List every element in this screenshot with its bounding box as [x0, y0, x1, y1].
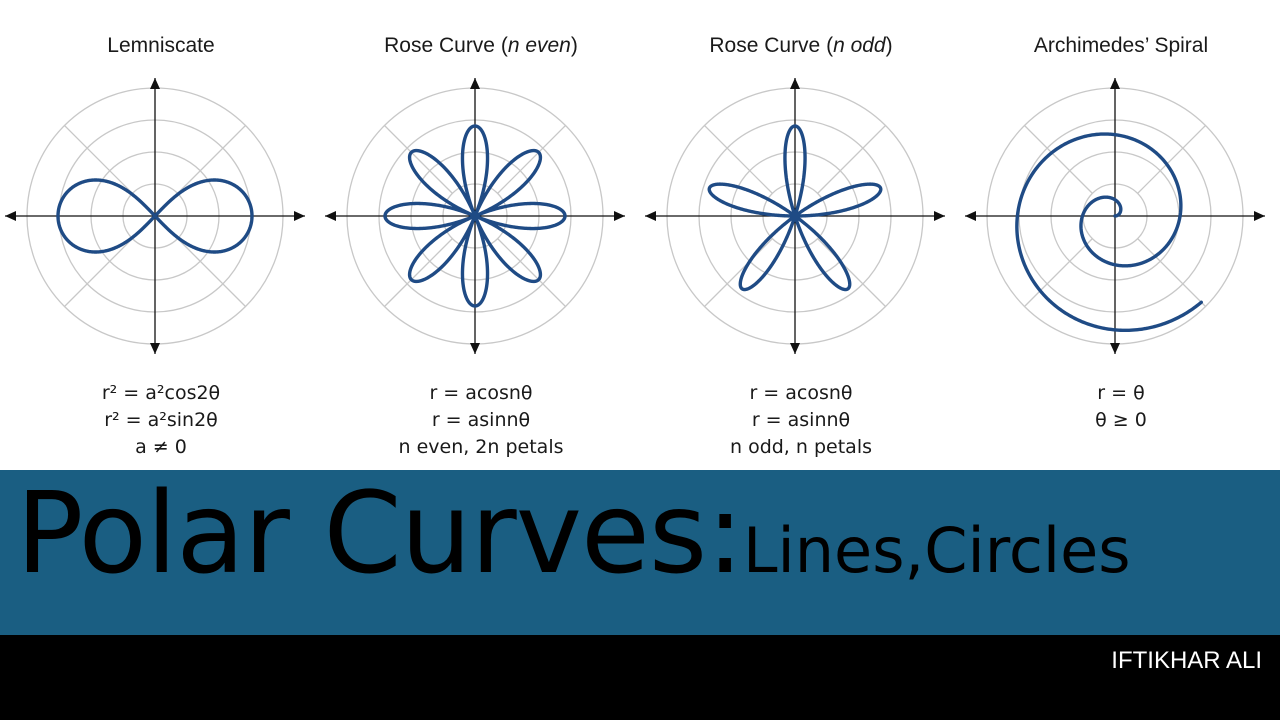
spiral-plot — [965, 78, 1265, 354]
panel-title: Lemniscate — [107, 34, 215, 57]
grid-spoke — [497, 238, 566, 307]
footer-bar: IFTIKHAR ALI — [0, 635, 1280, 720]
formula-line: r² = a²cos2θ — [101, 382, 221, 404]
grid-spoke — [64, 125, 133, 194]
arrow-down-icon — [150, 343, 160, 354]
formula-line: r = acosnθ — [749, 382, 853, 404]
arrow-up-icon — [150, 78, 160, 89]
grid-spoke — [177, 125, 246, 194]
rose-curve — [707, 124, 883, 292]
formula-block: r = θ θ ≥ 0 — [960, 380, 1280, 434]
arrow-left-icon — [5, 211, 16, 221]
grid-spoke — [1137, 238, 1206, 307]
rose-even-plot — [325, 78, 625, 354]
formula-line: n even, 2n petals — [398, 436, 564, 458]
grid-spoke — [704, 125, 773, 194]
grid-spoke — [1137, 125, 1206, 194]
arrow-left-icon — [325, 211, 336, 221]
formula-line: θ ≥ 0 — [1095, 409, 1147, 431]
grid-spoke — [177, 238, 246, 307]
panel-title: Rose Curve (n even) — [384, 34, 578, 57]
arrow-right-icon — [934, 211, 945, 221]
formula-line: r² = a²sin2θ — [104, 409, 218, 431]
arrow-left-icon — [645, 211, 656, 221]
formula-line: n odd, n petals — [729, 436, 872, 458]
formula-line: r = θ — [1097, 382, 1145, 404]
grid-spoke — [384, 238, 453, 307]
panel-title: Rose Curve (n odd) — [709, 34, 893, 57]
panel-title: Archimedes’ Spiral — [1033, 34, 1209, 57]
formula-block: r = acosnθ r = asinnθ n even, 2n petals — [320, 380, 642, 461]
spiral-curve — [1015, 132, 1203, 333]
formula-line: r = asinnθ — [431, 409, 531, 431]
grid-spoke — [497, 125, 566, 194]
arrow-right-icon — [1254, 211, 1265, 221]
arrow-down-icon — [1110, 343, 1120, 354]
rose-curve — [383, 124, 567, 308]
arrow-right-icon — [614, 211, 625, 221]
rose-odd-plot — [645, 78, 945, 354]
grid-spoke — [1024, 238, 1093, 307]
author-name: IFTIKHAR ALI — [1111, 647, 1262, 674]
panel-rose-odd: Rose Curve (n odd) r = acosnθ r = asinnθ… — [640, 0, 962, 470]
arrow-up-icon — [790, 78, 800, 89]
formula-block: r = acosnθ r = asinnθ n odd, n petals — [640, 380, 962, 461]
formula-line: r = asinnθ — [751, 409, 851, 431]
banner-title: Polar Curves:Lines,Circles — [16, 478, 1131, 590]
arrow-down-icon — [790, 343, 800, 354]
banner-subtitle: Lines,Circles — [742, 514, 1131, 587]
arrow-up-icon — [470, 78, 480, 89]
formula-block: r² = a²cos2θ r² = a²sin2θ a ≠ 0 — [0, 380, 322, 461]
grid-spoke — [817, 238, 886, 307]
lemniscate-curve — [56, 178, 254, 254]
grid-spoke — [1024, 125, 1093, 194]
formula-line: a ≠ 0 — [135, 436, 187, 458]
arrow-left-icon — [965, 211, 976, 221]
formula-line: r = acosnθ — [429, 382, 533, 404]
arrow-right-icon — [294, 211, 305, 221]
panel-lemniscate: Lemniscate r² = a²cos2θ r² = a²sin2θ a ≠… — [0, 0, 322, 470]
banner-main-title: Polar Curves: — [16, 469, 744, 599]
panel-spiral: Archimedes’ Spiral r = θ θ ≥ 0 — [960, 0, 1280, 470]
grid-spoke — [64, 238, 133, 307]
panel-rose-even: Rose Curve (n even) r = acosnθ r = asinn… — [320, 0, 642, 470]
grid-spoke — [817, 125, 886, 194]
arrow-up-icon — [1110, 78, 1120, 89]
lemniscate-plot — [5, 78, 305, 354]
title-banner: Polar Curves:Lines,Circles — [0, 470, 1280, 635]
arrow-down-icon — [470, 343, 480, 354]
grid-spoke — [384, 125, 453, 194]
grid-spoke — [704, 238, 773, 307]
